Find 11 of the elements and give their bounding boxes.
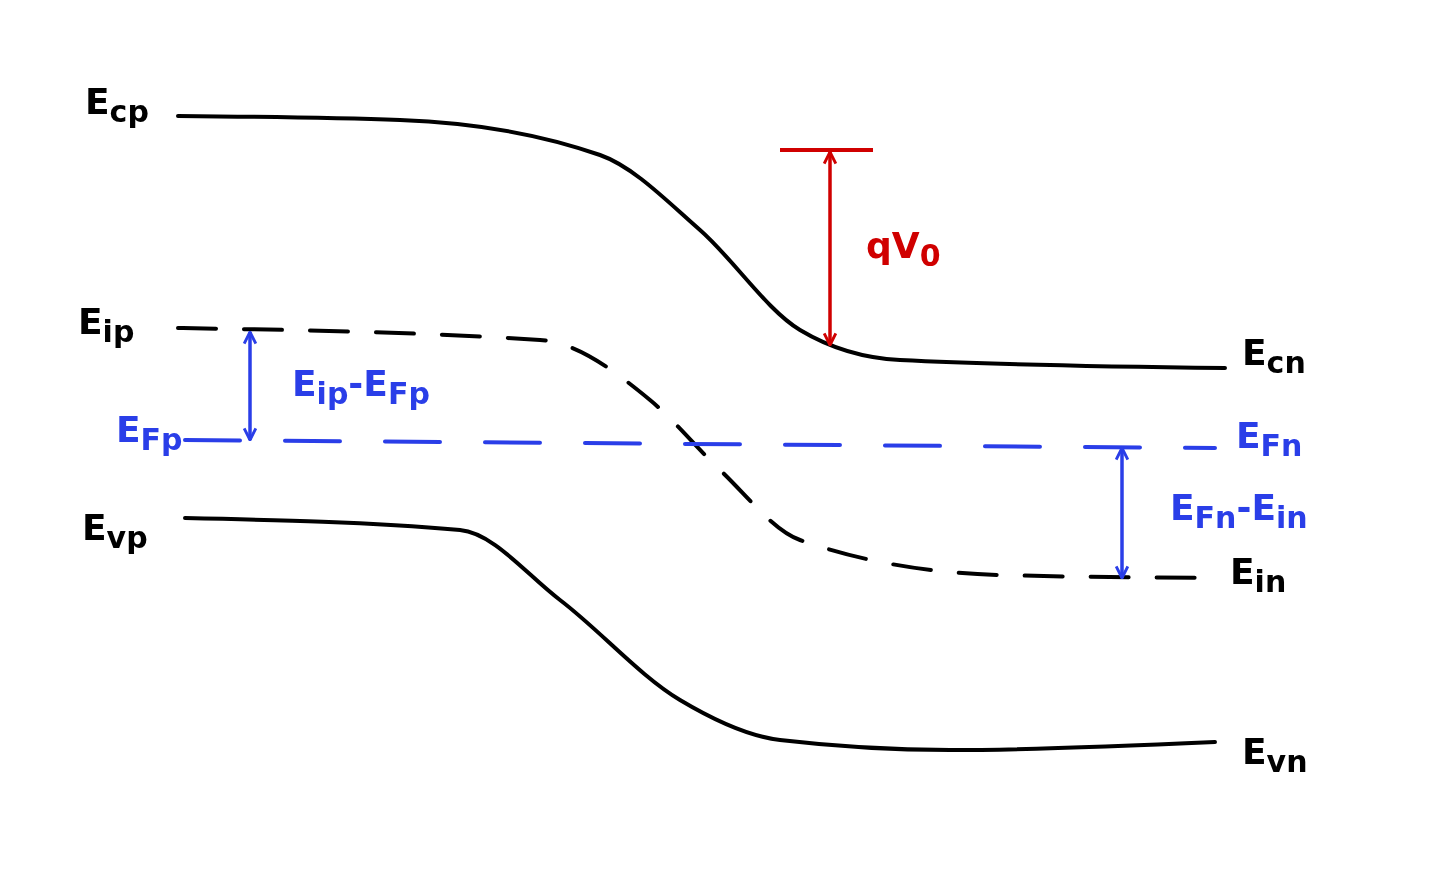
- energy-level-label: E$_{cp}$: [85, 82, 149, 129]
- energy-level-label: E$_{Fn}$-E$_{in}$: [1170, 488, 1308, 535]
- energy-level-label: E$_{cn}$: [1242, 333, 1306, 380]
- energy-level-label: E$_{vp}$: [82, 508, 148, 555]
- energy-level-label: E$_{in}$: [1230, 552, 1287, 599]
- energy-level-label: E$_{Fn}$: [1236, 416, 1303, 463]
- energy-level-label: E$_{vn}$: [1242, 732, 1308, 779]
- energy-level-label: qV$_{0}$: [866, 226, 941, 273]
- energy-level-label: E$_{Fp}$: [116, 410, 183, 457]
- energy-level-label: E$_{ip}$: [78, 302, 135, 349]
- energy-level-label: E$_{ip}$-E$_{Fp}$: [292, 364, 430, 411]
